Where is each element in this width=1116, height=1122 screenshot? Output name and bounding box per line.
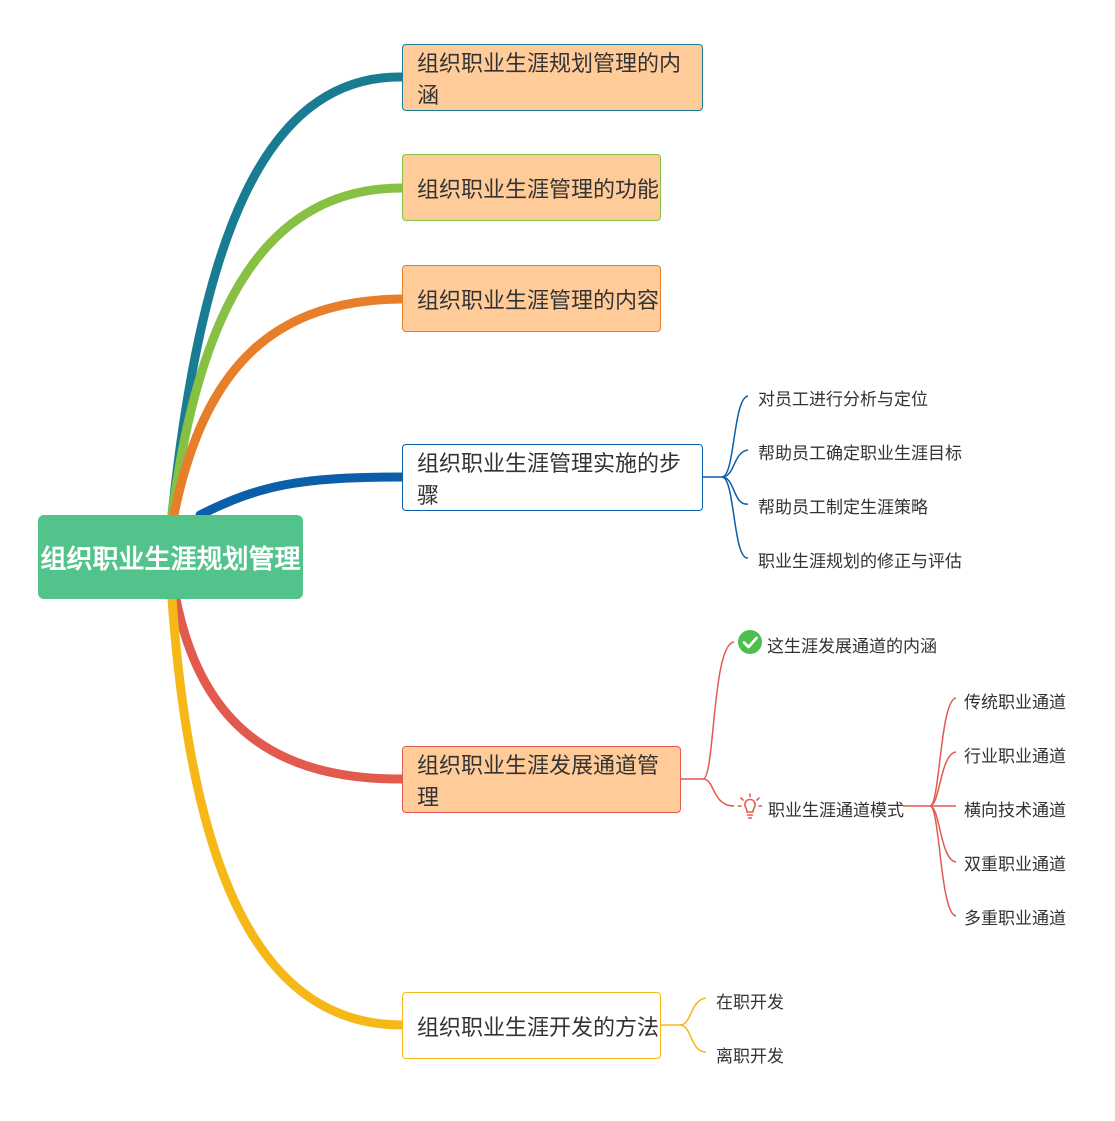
channel-type-item[interactable]: 双重职业通道 [964, 855, 1066, 875]
root-topic[interactable]: 组织职业生涯规划管理 [38, 515, 303, 599]
topic-connotation[interactable]: 组织职业生涯规划管理的内涵 [402, 44, 703, 111]
channel-type-item[interactable]: 传统职业通道 [964, 693, 1066, 713]
topic-steps[interactable]: 组织职业生涯管理实施的步骤 [402, 444, 703, 511]
branch-line-6 [167, 594, 407, 1030]
branch-line-4 [195, 472, 407, 520]
method-item[interactable]: 离职开发 [716, 1047, 784, 1067]
topic-label: 组织职业生涯管理实施的步骤 [417, 451, 682, 509]
channel-type-item[interactable]: 行业职业通道 [964, 747, 1066, 767]
subtopic-step[interactable]: 帮助员工确定职业生涯目标 [758, 444, 962, 464]
lightbulb-icon [737, 793, 763, 819]
topic-label: 组织职业生涯开发的方法 [417, 1015, 660, 1041]
subtopic-step[interactable]: 帮助员工制定生涯策略 [758, 498, 928, 518]
topic-label: 组织职业生涯管理的功能 [417, 177, 660, 203]
steps-connectors [703, 395, 749, 559]
subtopic-channel-connotation[interactable]: 这生涯发展通道的内涵 [767, 637, 937, 657]
topic-methods[interactable]: 组织职业生涯开发的方法 [402, 992, 661, 1059]
root-topic-label: 组织职业生涯规划管理 [40, 544, 301, 575]
check-circle-icon [738, 630, 762, 654]
topic-content[interactable]: 组织职业生涯管理的内容 [402, 265, 661, 332]
topic-label: 组织职业生涯发展通道管理 [417, 753, 660, 811]
method-item[interactable]: 在职开发 [716, 993, 784, 1013]
channel-type-item[interactable]: 横向技术通道 [964, 801, 1066, 821]
branch-line-1 [167, 72, 407, 520]
subtopic-step[interactable]: 对员工进行分析与定位 [758, 390, 928, 410]
topic-channel[interactable]: 组织职业生涯发展通道管理 [402, 746, 681, 813]
branch-line-5 [171, 594, 407, 784]
channel-type-item[interactable]: 多重职业通道 [964, 909, 1066, 929]
branch-line-3 [169, 294, 407, 520]
topic-function[interactable]: 组织职业生涯管理的功能 [402, 154, 661, 221]
method-connectors [661, 997, 707, 1053]
subtopic-step[interactable]: 职业生涯规划的修正与评估 [758, 552, 962, 572]
topic-label: 组织职业生涯管理的内容 [417, 288, 660, 314]
channel-connectors [681, 641, 957, 917]
subtopic-channel-mode[interactable]: 职业生涯通道模式 [768, 801, 904, 821]
branch-line-2 [167, 183, 407, 520]
topic-label: 组织职业生涯规划管理的内涵 [417, 51, 682, 109]
